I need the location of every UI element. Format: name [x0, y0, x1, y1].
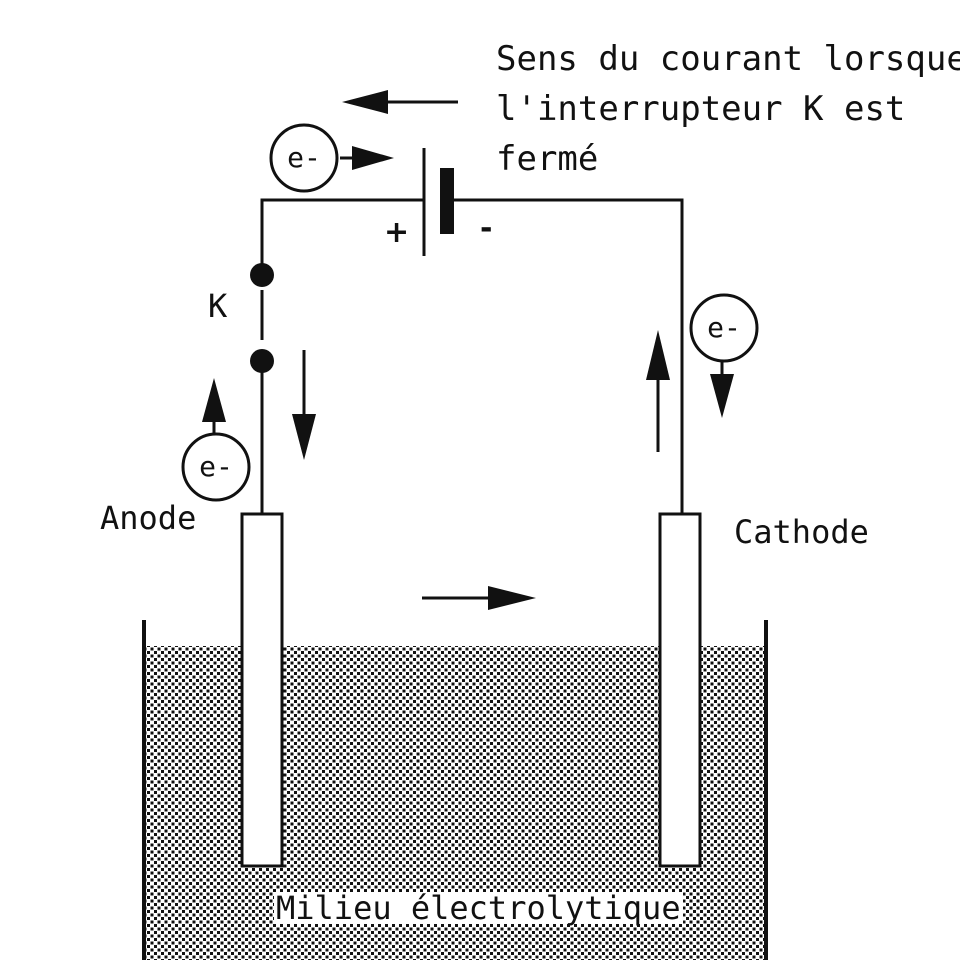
- circuit-wires: [260, 198, 684, 514]
- electron-arrow-top: [340, 146, 394, 170]
- anode-label: Anode: [100, 499, 197, 537]
- battery-minus-sign: -: [480, 211, 493, 246]
- current-arrow-anode-wire: [292, 350, 316, 460]
- switch-contact-bottom: [250, 349, 274, 373]
- electron-circle-cathode: [689, 293, 759, 363]
- electron-arrow-anode: [202, 378, 226, 440]
- electron-label-cathode: e-: [707, 311, 741, 344]
- electron-circle-top: [269, 123, 339, 193]
- electron-circle-anode: [181, 432, 251, 502]
- caption-line-3: fermé: [496, 139, 599, 179]
- battery-plus-sign: +: [384, 215, 410, 250]
- switch-contact-top: [250, 263, 274, 287]
- switch-label: K: [208, 287, 228, 325]
- current-arrow-electrolyte: [422, 586, 536, 610]
- electron-label-top: e-: [287, 141, 321, 174]
- caption-line-1: Sens du courant lorsque: [496, 39, 960, 79]
- electron-label-anode: e-: [199, 450, 233, 483]
- caption-line-2: l'interrupteur K est: [496, 89, 906, 129]
- electron-arrow-cathode: [710, 360, 734, 418]
- current-arrow-cathode-wire: [646, 330, 670, 452]
- cathode-label: Cathode: [734, 513, 869, 551]
- anode-electrode: [240, 512, 284, 868]
- electrolyte-label: Milieu électrolytique: [274, 889, 683, 927]
- battery-negative-plate: [440, 168, 454, 234]
- current-arrow-top: [342, 90, 458, 114]
- cathode-electrode: [658, 512, 702, 868]
